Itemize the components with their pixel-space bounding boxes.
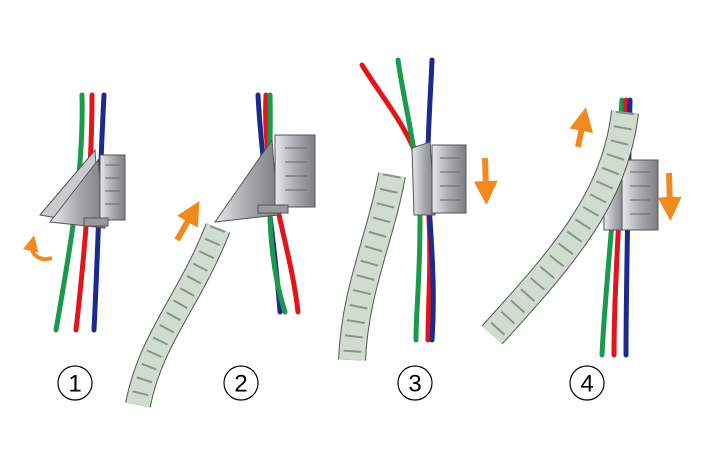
step-number: 1 [68, 371, 81, 398]
step-number: 3 [408, 371, 421, 398]
step-number-circle [569, 365, 605, 401]
down-arrow [657, 172, 682, 221]
spiral-wrap [125, 223, 231, 408]
push-arrow [174, 201, 200, 242]
step-2: 2 [125, 92, 316, 408]
step-4: 4 [481, 97, 682, 401]
up-arrow [569, 107, 594, 148]
wrap-tool [411, 141, 467, 216]
pull-down-arrow [473, 157, 498, 205]
step-3: 3 [338, 57, 498, 401]
step-number-circle [397, 365, 433, 401]
step-1: 1 [22, 92, 126, 401]
spiral-wrap [481, 110, 639, 345]
step-number: 2 [234, 371, 247, 398]
step-number-circle [223, 365, 259, 401]
wrap-tool [39, 148, 126, 229]
step-number: 4 [580, 371, 593, 398]
step-number-circle [57, 365, 93, 401]
wrap-tool [213, 134, 316, 223]
spiral-wrap [338, 172, 406, 361]
rotate-arrow [22, 235, 53, 261]
